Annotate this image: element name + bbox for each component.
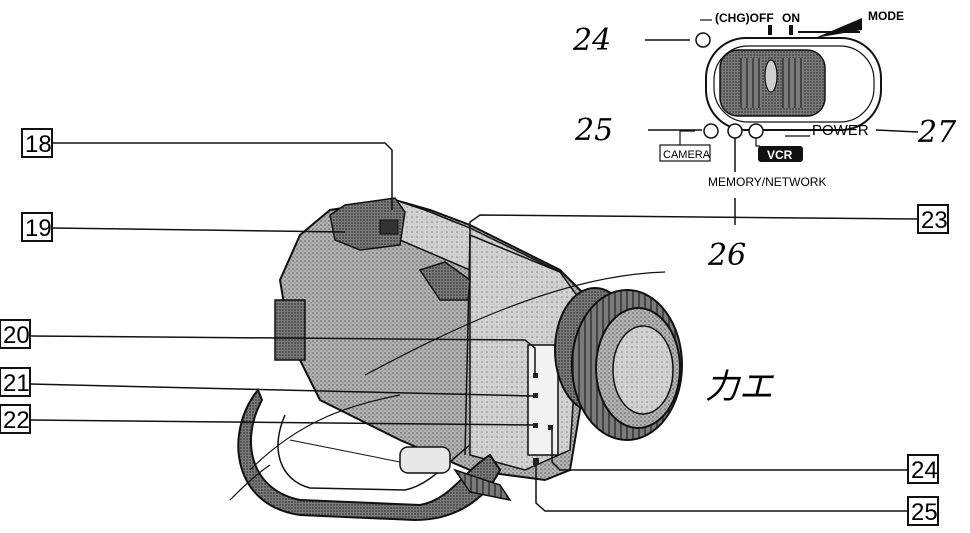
indicator-camera: [703, 123, 719, 139]
handwritten-note: 力エ: [705, 367, 775, 407]
handwritten-notes: 24 25 26 27 力エ: [572, 23, 957, 407]
callout-18: 18: [25, 131, 52, 158]
callout-23: 23: [921, 207, 948, 234]
top-button: [379, 219, 399, 235]
callout-box-19: [21, 212, 53, 242]
camcorder-illustration: [229, 197, 683, 522]
callout-box-20: [0, 319, 31, 349]
handwritten-27: 27: [917, 115, 957, 150]
hand-strap: [237, 388, 502, 522]
callout-box-24: [907, 454, 939, 484]
label-memory-network: MEMORY/NETWORK: [708, 175, 826, 189]
callout-21: 21: [3, 370, 30, 397]
vcr-label-box: [758, 146, 803, 162]
front-window: [527, 344, 559, 456]
lens-glass: [612, 325, 674, 415]
handwritten-26: 26: [707, 238, 746, 273]
strap-end: [453, 468, 512, 502]
zoom-lever: [418, 261, 471, 301]
left-callouts: 18 19 20 21 22: [0, 128, 536, 434]
label-chg-off: (CHG)OFF: [715, 11, 774, 25]
callout-20: 20: [3, 322, 30, 349]
viewfinder-block: [329, 197, 406, 251]
callout-box-21: [0, 367, 31, 397]
handwritten-24: 24: [572, 23, 611, 58]
camera-label-box: [659, 144, 711, 162]
right-callouts: 23 24 25: [469, 204, 949, 526]
indicator-memory: [727, 123, 743, 139]
callout-22: 22: [3, 407, 30, 434]
label-mode: MODE: [868, 9, 904, 23]
callout-box-25: [907, 496, 939, 526]
label-on: ON: [782, 11, 800, 25]
indicator-vcr: [748, 123, 764, 139]
strap-buckle: [399, 446, 451, 474]
handwritten-25: 25: [574, 113, 613, 148]
callout-19: 19: [25, 215, 52, 242]
callout-box-23: [917, 204, 949, 234]
callout-25: 25: [911, 499, 938, 526]
callout-box-22: [0, 404, 31, 434]
label-vcr: VCR: [767, 148, 793, 162]
label-power: POWER: [812, 122, 869, 139]
indicator-24: [695, 32, 711, 48]
mode-arrow: [815, 18, 862, 38]
callout-24: 24: [911, 457, 938, 484]
callout-box-18: [21, 128, 53, 158]
power-switch-detail: (CHG)OFF ON MODE POWER CAMERA VCR MEMORY…: [659, 9, 904, 225]
label-camera: CAMERA: [663, 149, 711, 161]
